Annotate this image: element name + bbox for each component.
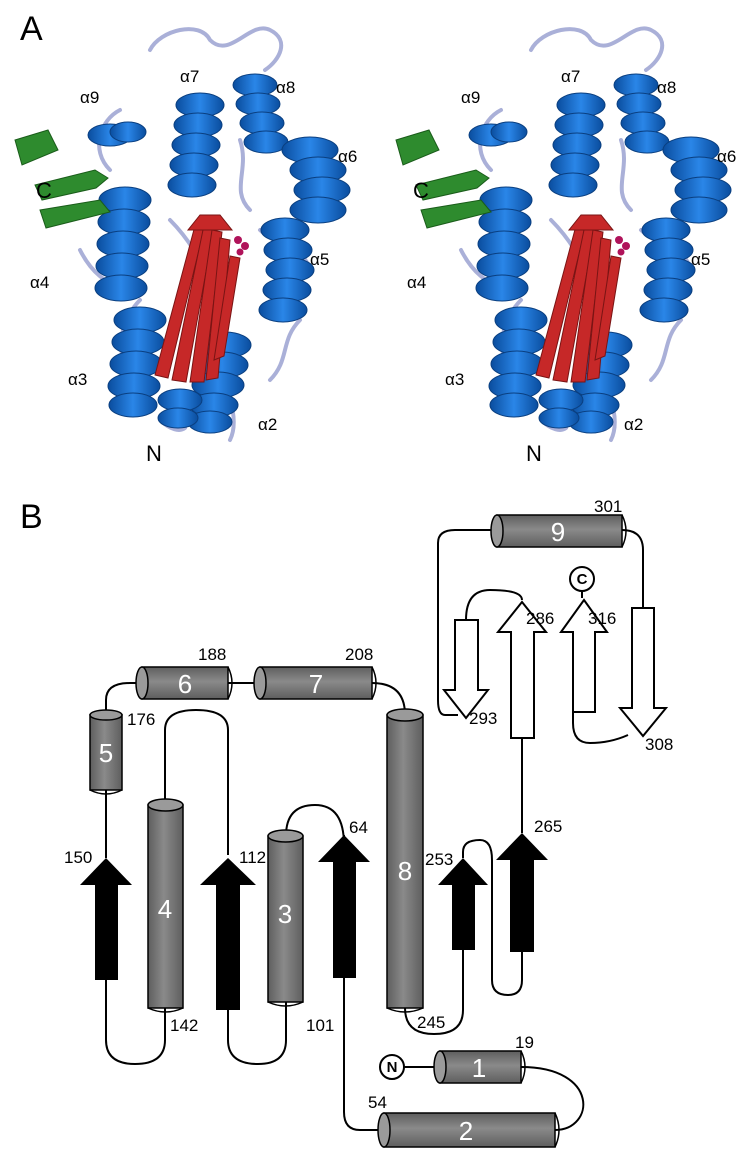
strand-308 [617,607,669,738]
strand-112 [200,858,256,1010]
strand-286 [495,600,549,739]
residue-293: 293 [469,709,497,728]
stereo-ribbon-left: α7 α8 α9 α6 α5 α4 α3 α2 C N [14,26,357,466]
label-alpha2: α2 [624,415,643,434]
helix-7-number: 7 [309,669,323,699]
label-alpha8: α8 [276,78,295,97]
n-terminus-marker: N [379,1054,405,1080]
residue-labels: 19 54 64 101 112 142 150 176 188 208 245… [64,497,673,1112]
helix-3-cylinder [267,829,304,1007]
helix-ribbons [468,73,732,434]
helix-8-number: 8 [398,856,412,886]
helix-6-cylinder [135,666,233,700]
helix-2-number: 2 [459,1116,473,1146]
helix-9-cylinder [490,514,627,548]
label-n-terminus: N [526,441,542,466]
label-n-terminus: N [146,441,162,466]
residue-286: 286 [526,609,554,628]
ligand-molecule [615,236,630,256]
n-terminus-letter: N [387,1059,398,1076]
residue-19: 19 [515,1033,534,1052]
beta-strands-c-terminal [441,598,669,739]
residue-188: 188 [198,645,226,664]
helix-2-cylinder [377,1112,560,1148]
residue-253: 253 [425,850,453,869]
residue-245: 245 [417,1013,445,1032]
residue-101: 101 [306,1016,334,1035]
panel-b-label: B [20,498,43,536]
strand-64 [318,835,370,978]
helix-5-number: 5 [99,738,113,768]
residue-308: 308 [645,735,673,754]
strand-253 [438,858,488,950]
residue-54: 54 [368,1093,387,1112]
helix-8-cylinder [386,708,424,1013]
label-alpha6: α6 [338,147,357,166]
c-terminus-marker: C [569,566,595,592]
ligand-molecule [234,236,249,256]
label-c-terminus: C [413,178,429,203]
beta-barrel-strands [154,214,241,383]
beta-barrel-strands [535,214,622,383]
helix-ribbons [87,73,351,434]
label-alpha5: α5 [310,250,329,269]
residue-142: 142 [170,1016,198,1035]
label-alpha4: α4 [407,273,426,292]
helix-cylinders [89,514,627,1148]
label-alpha9: α9 [80,88,99,107]
c-terminal-sheet [395,129,492,229]
label-alpha6: α6 [717,147,736,166]
c-terminus-letter: C [577,571,588,588]
helix-1-number: 1 [472,1053,486,1083]
stereo-ribbon-right: α7 α8 α9 α6 α5 α4 α3 α2 C N [395,26,736,466]
label-alpha3: α3 [68,370,87,389]
panel-a-label: A [20,10,43,48]
strand-316 [559,598,609,713]
helix-1-cylinder [433,1050,526,1084]
topology-loops [105,529,644,1131]
label-alpha9: α9 [461,88,480,107]
label-alpha7: α7 [180,67,199,86]
label-alpha2: α2 [258,415,277,434]
strand-265 [496,833,548,952]
residue-265: 265 [534,817,562,836]
residue-150: 150 [64,848,92,867]
strand-293 [441,619,491,720]
helix-3-number: 3 [278,899,292,929]
residue-64: 64 [349,818,368,837]
c-terminal-sheet [14,129,111,229]
label-alpha3: α3 [445,370,464,389]
residue-301: 301 [594,497,622,516]
helix-6-number: 6 [178,669,192,699]
label-alpha8: α8 [657,78,676,97]
residue-316: 316 [588,609,616,628]
residue-112: 112 [239,848,266,867]
label-alpha5: α5 [691,250,710,269]
label-alpha4: α4 [30,273,49,292]
topology-diagram: 1 2 3 4 5 6 7 8 9 N C 19 54 64 101 112 1… [64,497,673,1148]
helix-4-cylinder [147,798,184,1013]
strand-150 [80,858,132,980]
beta-strands-barrel [80,833,548,1010]
residue-176: 176 [127,710,155,729]
label-alpha7: α7 [561,67,580,86]
helix-7-cylinder [253,666,377,700]
helix-5-cylinder [89,709,123,795]
residue-208: 208 [345,645,373,664]
helix-9-number: 9 [551,517,565,547]
label-c-terminus: C [36,178,52,203]
helix-4-number: 4 [158,894,172,924]
